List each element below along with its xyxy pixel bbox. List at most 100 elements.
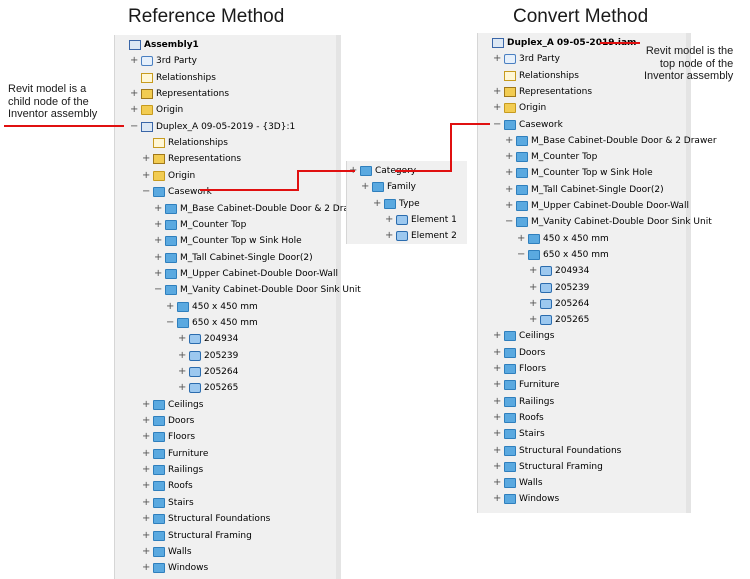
expand-toggle-icon[interactable]: + <box>154 235 163 247</box>
expand-toggle-icon[interactable]: + <box>493 477 502 489</box>
expand-toggle-icon[interactable]: + <box>493 379 502 391</box>
tree-node[interactable]: +M_Tall Cabinet-Single Door(2) <box>505 182 664 198</box>
tree-node[interactable]: +M_Counter Top w Sink Hole <box>154 233 302 249</box>
tree-node[interactable]: +Type <box>373 196 420 212</box>
tree-node[interactable]: Assembly1 <box>118 37 199 53</box>
expand-toggle-icon[interactable]: + <box>505 151 514 163</box>
expand-toggle-icon[interactable]: + <box>154 267 163 279</box>
tree-node[interactable]: +204934 <box>178 331 238 347</box>
expand-toggle-icon[interactable]: + <box>142 496 151 508</box>
expand-toggle-icon[interactable]: + <box>505 167 514 179</box>
tree-node[interactable]: +204934 <box>529 263 589 279</box>
expand-toggle-icon[interactable]: + <box>142 169 151 181</box>
convert-browser-scrollbar[interactable] <box>686 33 691 513</box>
collapse-toggle-icon[interactable]: − <box>493 118 502 130</box>
expand-toggle-icon[interactable]: + <box>493 493 502 505</box>
expand-toggle-icon[interactable]: + <box>130 104 139 116</box>
expand-toggle-icon[interactable]: + <box>493 330 502 342</box>
tree-node[interactable]: −650 x 450 mm <box>166 315 258 331</box>
tree-node[interactable]: +Roofs <box>493 410 544 426</box>
collapse-toggle-icon[interactable]: − <box>517 248 526 260</box>
expand-toggle-icon[interactable]: + <box>142 431 151 443</box>
tree-node[interactable]: +Doors <box>493 345 545 361</box>
tree-node[interactable]: +205239 <box>529 280 589 296</box>
expand-toggle-icon[interactable]: + <box>505 183 514 195</box>
tree-node[interactable]: +M_Counter Top <box>505 149 597 165</box>
tree-node[interactable]: +205264 <box>529 296 589 312</box>
expand-toggle-icon[interactable]: + <box>154 218 163 230</box>
expand-toggle-icon[interactable]: + <box>493 85 502 97</box>
expand-toggle-icon[interactable]: + <box>142 447 151 459</box>
expand-toggle-icon[interactable]: + <box>178 382 187 394</box>
expand-toggle-icon[interactable]: + <box>493 346 502 358</box>
tree-node[interactable]: +205239 <box>178 348 238 364</box>
collapse-toggle-icon[interactable]: − <box>154 284 163 296</box>
expand-toggle-icon[interactable]: + <box>166 300 175 312</box>
expand-toggle-icon[interactable]: + <box>142 480 151 492</box>
expand-toggle-icon[interactable]: + <box>517 232 526 244</box>
tree-node[interactable]: +205265 <box>529 312 589 328</box>
tree-node[interactable]: +Walls <box>493 475 543 491</box>
tree-node[interactable]: +Origin <box>493 100 546 116</box>
expand-toggle-icon[interactable]: + <box>493 53 502 65</box>
expand-toggle-icon[interactable]: + <box>142 153 151 165</box>
tree-node[interactable]: +M_Counter Top w Sink Hole <box>505 165 653 181</box>
tree-node[interactable]: +450 x 450 mm <box>166 299 258 315</box>
tree-node[interactable]: +Doors <box>142 413 194 429</box>
tree-node[interactable]: +M_Upper Cabinet-Double Door-Wall <box>154 266 338 282</box>
expand-toggle-icon[interactable]: + <box>493 444 502 456</box>
expand-toggle-icon[interactable]: + <box>361 181 370 193</box>
expand-toggle-icon[interactable]: + <box>529 297 538 309</box>
tree-node[interactable]: +Origin <box>142 168 195 184</box>
tree-node[interactable]: +Structural Framing <box>142 528 252 544</box>
tree-node[interactable]: +Structural Foundations <box>142 511 270 527</box>
tree-node[interactable]: +3rd Party <box>130 53 197 69</box>
tree-node[interactable]: +M_Base Cabinet-Double Door & 2 Drawer <box>154 201 366 217</box>
tree-node[interactable]: +Structural Framing <box>493 459 603 475</box>
expand-toggle-icon[interactable]: + <box>178 333 187 345</box>
expand-toggle-icon[interactable]: + <box>529 314 538 326</box>
tree-node[interactable]: −Casework <box>493 117 563 133</box>
expand-toggle-icon[interactable]: + <box>493 428 502 440</box>
tree-node[interactable]: +205264 <box>178 364 238 380</box>
collapse-toggle-icon[interactable]: − <box>142 186 151 198</box>
expand-toggle-icon[interactable]: + <box>505 200 514 211</box>
tree-node[interactable]: +Family <box>361 179 416 195</box>
tree-node[interactable]: +Element 1 <box>385 212 457 228</box>
expand-toggle-icon[interactable]: + <box>142 545 151 557</box>
tree-node[interactable]: +Railings <box>493 394 554 410</box>
expand-toggle-icon[interactable]: + <box>142 415 151 427</box>
expand-toggle-icon[interactable]: + <box>142 562 151 574</box>
tree-node[interactable]: +Representations <box>130 86 229 102</box>
tree-node[interactable]: +3rd Party <box>493 51 560 67</box>
collapse-toggle-icon[interactable]: − <box>130 120 139 132</box>
expand-toggle-icon[interactable]: + <box>142 398 151 410</box>
tree-node[interactable]: +Stairs <box>493 426 545 442</box>
tree-node[interactable]: +Windows <box>142 560 208 576</box>
expand-toggle-icon[interactable]: + <box>493 395 502 407</box>
tree-node[interactable]: +Structural Foundations <box>493 443 621 459</box>
tree-node[interactable]: +M_Base Cabinet-Double Door & 2 Drawer <box>505 133 717 149</box>
expand-toggle-icon[interactable]: + <box>493 363 502 374</box>
expand-toggle-icon[interactable]: + <box>505 134 514 146</box>
expand-toggle-icon[interactable]: + <box>154 251 163 263</box>
tree-node[interactable]: Duplex_A 09-05-2019.iam <box>481 35 636 51</box>
tree-node[interactable]: +M_Tall Cabinet-Single Door(2) <box>154 250 313 266</box>
expand-toggle-icon[interactable]: + <box>385 230 394 242</box>
expand-toggle-icon[interactable]: + <box>142 464 151 476</box>
expand-toggle-icon[interactable]: + <box>385 213 394 225</box>
tree-node[interactable]: Relationships <box>493 68 579 84</box>
expand-toggle-icon[interactable]: + <box>154 202 163 214</box>
tree-node[interactable]: +Floors <box>142 429 195 445</box>
expand-toggle-icon[interactable]: + <box>493 411 502 423</box>
expand-toggle-icon[interactable]: + <box>130 88 139 100</box>
tree-node[interactable]: −Duplex_A 09-05-2019 - {3D}:1 <box>130 119 295 135</box>
collapse-toggle-icon[interactable]: − <box>505 216 514 228</box>
expand-toggle-icon[interactable]: + <box>529 265 538 277</box>
tree-node[interactable]: −Casework <box>142 184 212 200</box>
tree-node[interactable]: +Representations <box>142 151 241 167</box>
tree-node[interactable]: +Origin <box>130 102 183 118</box>
tree-node[interactable]: +450 x 450 mm <box>517 231 609 247</box>
expand-toggle-icon[interactable]: + <box>493 102 502 114</box>
expand-toggle-icon[interactable]: + <box>178 366 187 377</box>
